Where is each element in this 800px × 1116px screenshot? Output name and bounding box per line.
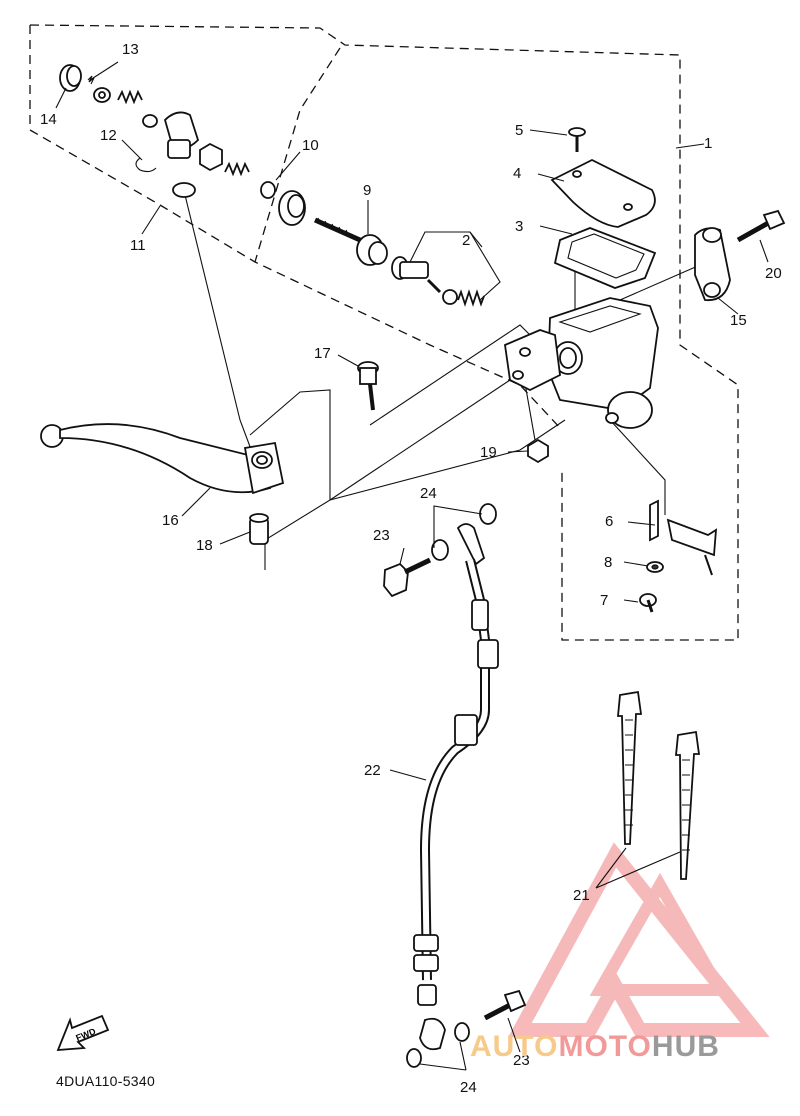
fwd-arrow-icon [56,1014,110,1052]
screw-5 [568,127,586,152]
label-20: 20 [765,265,782,282]
label-17: 17 [314,345,331,362]
holder-bolt-20 [736,209,786,243]
diagram-code: 4DUA110-5340 [56,1073,156,1089]
label-6: 6 [605,513,613,530]
watermark-part2: MOTO [558,1030,652,1063]
label-12: 12 [100,127,117,144]
handlebar-holder-15 [694,227,731,302]
label-7: 7 [600,592,608,609]
group-outline-11 [29,24,739,641]
union-bolt-23-top [383,557,432,598]
label-23-bottom: 23 [513,1052,530,1069]
label-1: 1 [704,135,712,152]
push-rod-9 [313,217,388,266]
label-5: 5 [515,122,523,139]
label-22: 22 [364,762,381,779]
label-18: 18 [196,537,213,554]
label-23-top: 23 [373,527,390,544]
label-21: 21 [573,887,590,904]
watermark-part3: HUB [651,1030,720,1063]
nut-19 [527,438,549,464]
piston-kit-2 [391,256,485,307]
label-9: 9 [363,182,371,199]
cap-14 [59,64,82,92]
label-24-bottom: 24 [460,1079,477,1096]
reservoir-cap-4 [550,158,656,228]
brake-lever-16 [40,423,285,495]
diaphragm-3 [553,227,657,289]
gasket-24-bottom [406,1022,470,1068]
callout-numbers: 1 2 3 4 5 6 7 8 9 10 11 12 13 14 15 16 1… [40,41,782,1096]
watermark-text: AUTOMOTOHUB [470,1030,720,1064]
label-10: 10 [302,137,319,154]
label-11: 11 [130,237,146,254]
label-13: 13 [122,41,139,58]
brake-hose-22 [413,523,499,1051]
cable-tie-21 [617,690,701,880]
label-19: 19 [480,444,497,461]
label-8: 8 [604,554,612,571]
label-15: 15 [730,312,747,329]
label-16: 16 [162,512,179,529]
adjuster-set-13 [87,75,158,128]
circlip-12 [135,111,200,198]
collar-18 [249,513,269,545]
watermark-part1: AUTO [470,1030,559,1063]
label-4: 4 [513,165,521,182]
watermark-logo [508,842,770,1037]
union-bolt-23-bottom [483,989,527,1021]
label-24-top: 24 [420,485,437,502]
label-2: 2 [462,232,470,249]
master-cylinder-1 [504,297,659,429]
label-14: 14 [40,111,57,128]
pivot-bolt-17 [357,361,379,411]
brake-switch-6 [639,499,718,613]
adjuster-knob-10 [199,142,306,226]
callout-leaders [55,61,769,1071]
label-3: 3 [515,218,523,235]
